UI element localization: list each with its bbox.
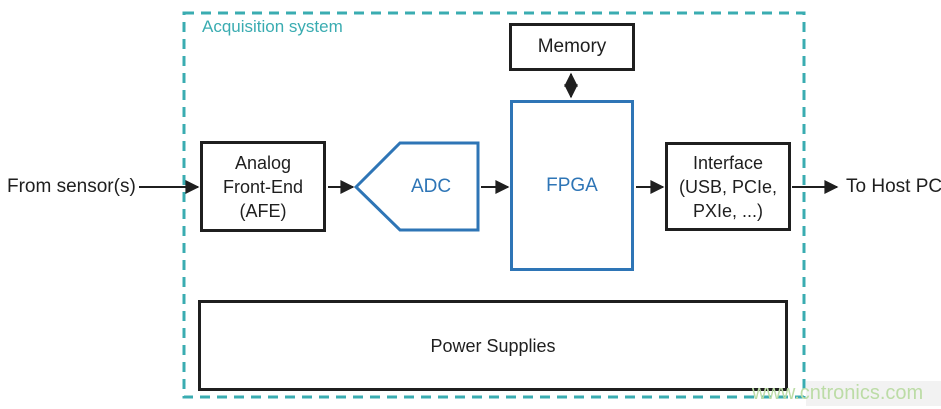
interface-label-line1: Interface <box>692 152 764 173</box>
watermark-text: www.cntronics.com <box>752 382 924 404</box>
interface-label-line2: (USB, PCIe, <box>678 176 778 197</box>
memory-label: Memory <box>537 36 607 57</box>
watermark-backdrop <box>806 381 941 406</box>
afe-label-line2: Front-End <box>222 176 304 197</box>
afe-block: Analog Front-End (AFE) <box>200 141 326 232</box>
afe-label-line3: (AFE) <box>239 200 287 221</box>
memory-block: Memory <box>509 23 635 71</box>
fpga-label: FPGA <box>546 174 598 196</box>
fpga-block: FPGA <box>510 100 634 271</box>
adc-label: ADC <box>410 176 452 197</box>
from-sensor-label: From sensor(s) <box>7 176 136 197</box>
acquisition-system-label: Acquisition system <box>202 17 343 36</box>
to-host-pc-label: To Host PC <box>846 176 941 197</box>
interface-label-line3: PXIe, ...) <box>692 200 764 221</box>
afe-label-line1: Analog <box>234 152 292 173</box>
acquisition-system-boundary <box>182 11 806 399</box>
power-supplies-label: Power Supplies <box>430 335 556 356</box>
adc-shape <box>353 141 480 232</box>
power-supplies-block: Power Supplies <box>198 300 788 391</box>
interface-block: Interface (USB, PCIe, PXIe, ...) <box>665 142 791 231</box>
